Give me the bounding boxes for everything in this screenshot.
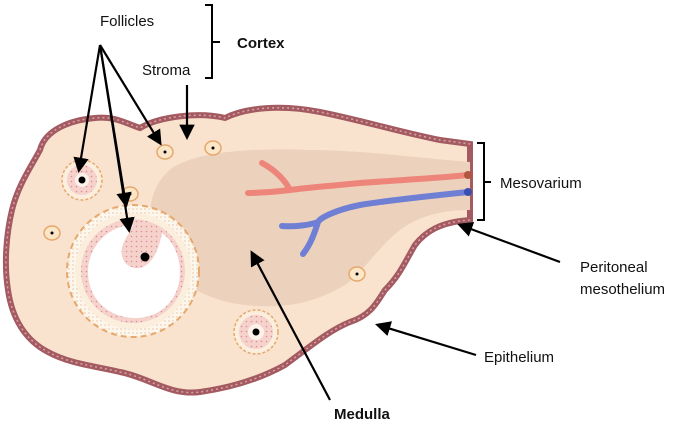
vein-end bbox=[464, 188, 472, 196]
peritoneal-mesothelium-label-line1: Peritoneal bbox=[580, 259, 648, 276]
medulla-region bbox=[150, 149, 470, 307]
artery bbox=[245, 160, 471, 196]
follicles-arrow-1 bbox=[73, 44, 102, 174]
follicles-arrow-5 bbox=[98, 44, 135, 234]
epithelium-arrow bbox=[375, 321, 477, 357]
blood-vessels bbox=[245, 160, 472, 257]
cortex-bracket bbox=[205, 4, 220, 79]
primordial-follicle bbox=[156, 144, 174, 160]
antral-follicle bbox=[66, 204, 200, 338]
mesovarium-label: Mesovarium bbox=[500, 175, 582, 192]
secondary-follicle-2 bbox=[233, 309, 279, 355]
peritoneal-mesothelium-label-line2: mesothelium bbox=[580, 281, 665, 298]
epithelium-inner-line bbox=[5, 107, 471, 394]
vein bbox=[279, 189, 471, 257]
epithelium-label: Epithelium bbox=[484, 349, 554, 366]
primordial-follicle bbox=[43, 225, 61, 241]
medulla-label: Medulla bbox=[334, 406, 390, 423]
pointer-arrows bbox=[73, 44, 561, 401]
mesovarium-bracket bbox=[477, 142, 491, 221]
follicles-arrow-4 bbox=[99, 44, 162, 146]
artery-end bbox=[464, 171, 472, 179]
medulla-arrow bbox=[250, 250, 331, 401]
primordial-follicle bbox=[204, 140, 222, 156]
peritoneal-arrow bbox=[457, 222, 561, 264]
stroma-label: Stroma bbox=[142, 62, 191, 79]
cortex-label: Cortex bbox=[237, 35, 285, 52]
follicles-label: Follicles bbox=[100, 13, 154, 30]
secondary-follicle-1 bbox=[61, 159, 103, 201]
primordial-follicle bbox=[348, 266, 366, 282]
follicles bbox=[43, 140, 366, 355]
